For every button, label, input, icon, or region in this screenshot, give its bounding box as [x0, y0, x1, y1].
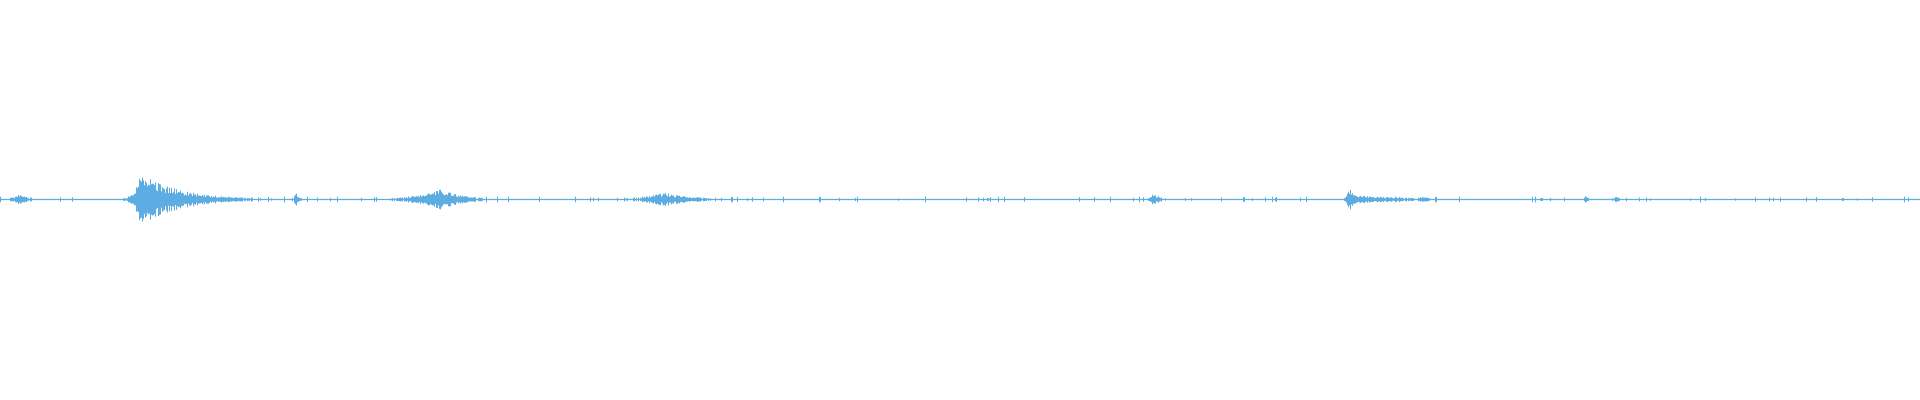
- waveform-view[interactable]: [0, 0, 1920, 400]
- audio-waveform[interactable]: [0, 0, 1920, 400]
